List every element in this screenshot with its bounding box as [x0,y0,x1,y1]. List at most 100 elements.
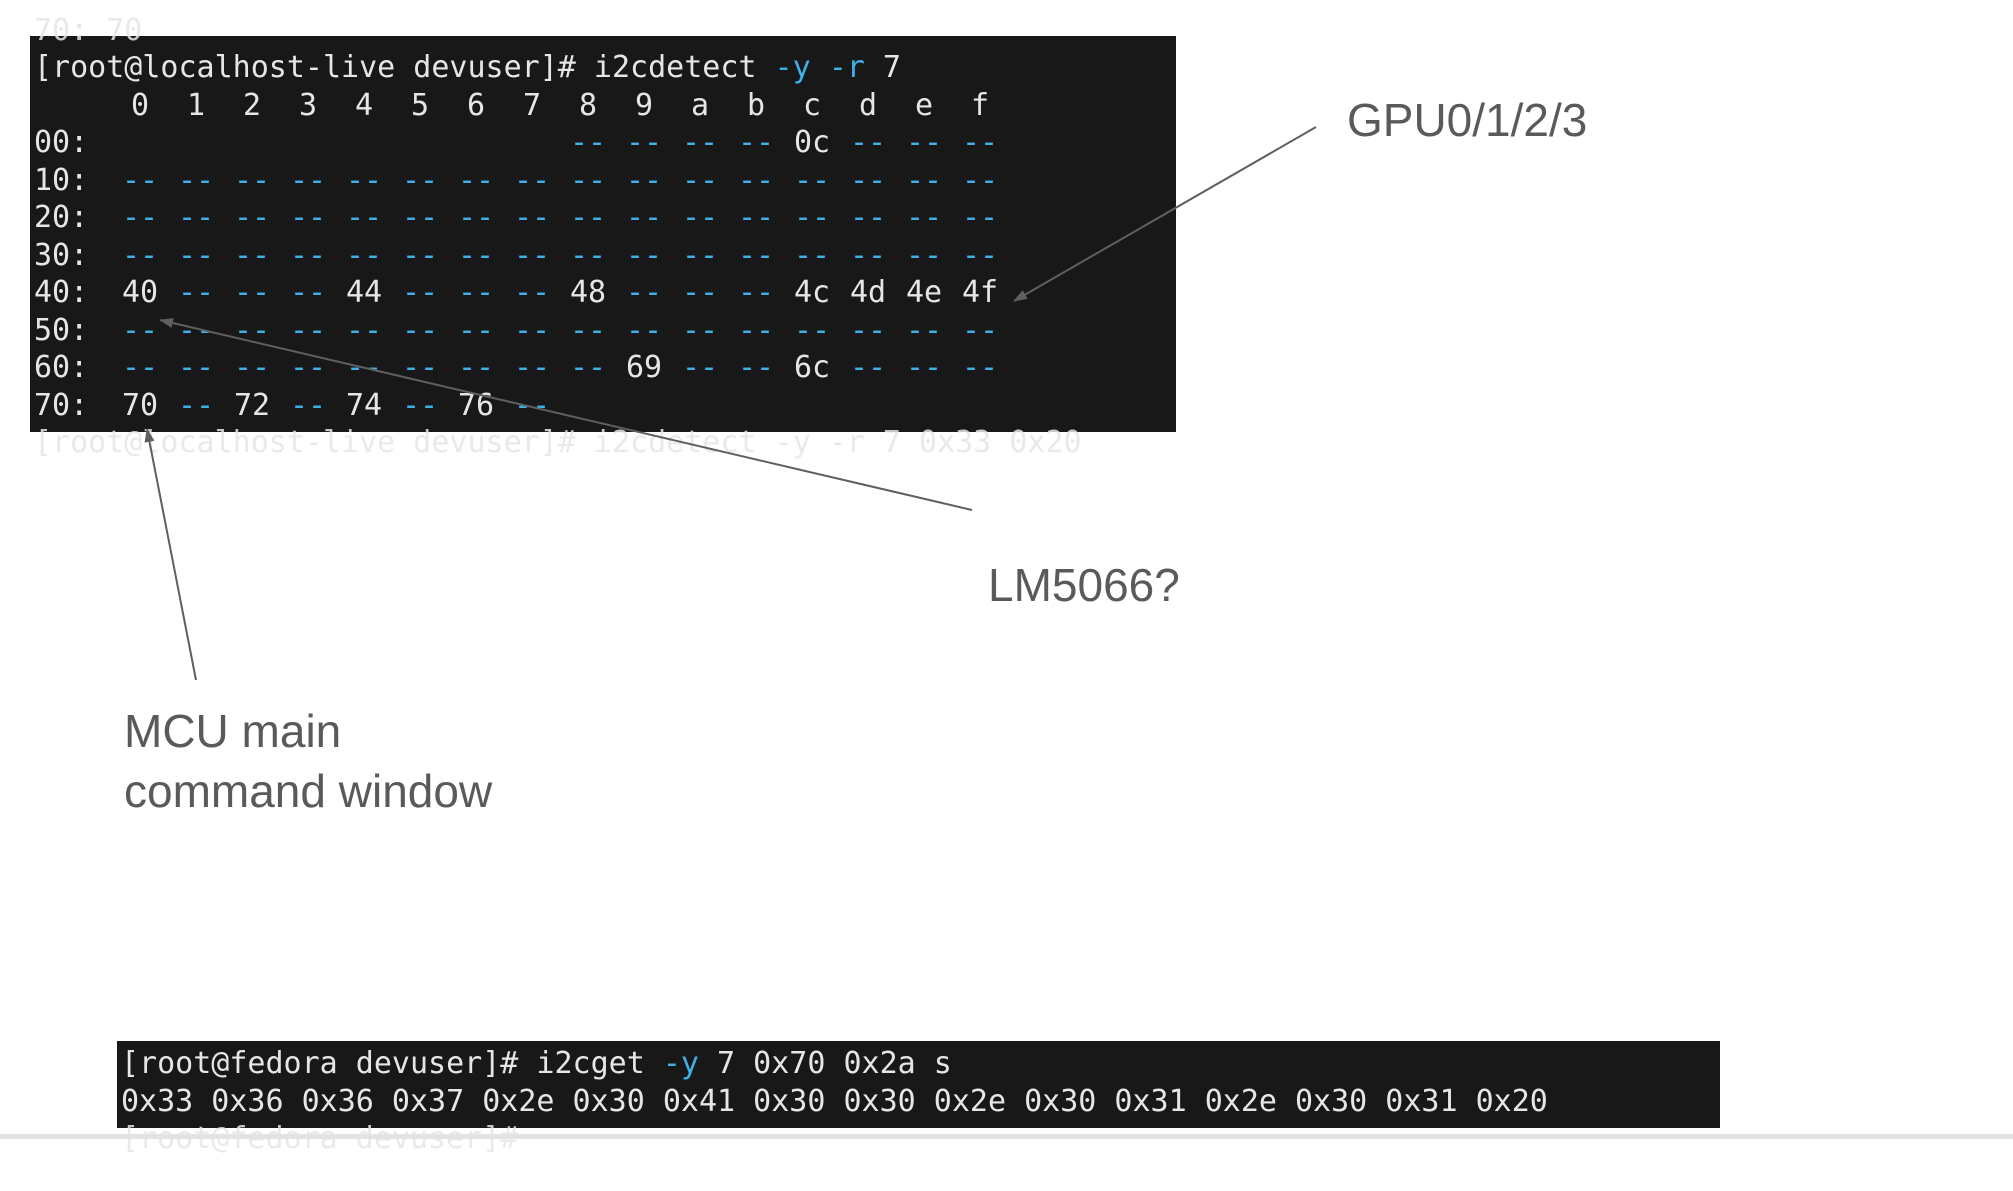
column-header-cell: 3 [298,88,318,123]
shell-prompt: [root@fedora devuser]# [121,1046,537,1081]
column-header-cell: 6 [466,88,486,123]
address-cell: -- [121,162,159,198]
address-cell: -- [569,125,607,160]
address-cell: -- [513,237,551,273]
address-cell: -- [289,387,327,423]
address-cell: -- [345,162,383,198]
detected-address-cell: 72 [233,387,271,423]
address-cell: -- [289,162,327,198]
flag-y: -y [774,50,811,85]
i2cdetect-terminal: 70: 70 [root@localhost-live devuser]# i2… [30,13,1176,460]
row-label: 20: [34,200,89,235]
address-cell: -- [961,237,999,273]
address-cell: -- [849,200,887,235]
address-cell: -- [177,350,215,385]
address-cell: -- [737,162,775,198]
command-name: i2cget [536,1046,645,1081]
detected-address-cell: 74 [345,387,383,423]
address-cell: -- [849,312,887,348]
address-cell: -- [289,275,327,310]
mcu-arrow [144,428,197,681]
detected-address-cell: 4e [905,275,943,310]
address-cell: -- [905,237,943,273]
command-line: [root@localhost-live devuser]# i2cdetect… [34,49,901,87]
address-cell: -- [457,162,495,198]
column-header-cell: 4 [354,88,374,123]
column-header-cell: 7 [522,88,542,123]
address-cell: -- [233,162,271,198]
address-cell: -- [401,350,439,385]
address-cell: -- [961,350,999,385]
address-cell: -- [681,275,719,310]
gpu-annotation: GPU0/1/2/3 [1347,94,1588,146]
address-cell: -- [961,200,999,235]
row-label: 00: [34,125,89,160]
address-cell: -- [681,237,719,273]
column-header-cell: b [746,88,766,123]
row-label: 60: [34,350,89,385]
address-cell: -- [625,312,663,348]
address-cell: -- [569,237,607,273]
address-cell: -- [513,162,551,198]
address-cell: -- [289,350,327,385]
address-cell: -- [793,162,831,198]
address-cell: -- [681,162,719,198]
address-cell: -- [961,162,999,198]
column-header-cell: 9 [634,88,654,123]
address-cell: -- [569,312,607,348]
address-cell: -- [905,312,943,348]
address-cell: -- [457,237,495,273]
address-cell: -- [793,312,831,348]
address-cell: -- [177,237,215,273]
address-cell: -- [625,275,663,310]
address-cell: -- [401,162,439,198]
column-header-cell: e [914,88,934,123]
mcu-annotation-line-1: MCU main [124,705,342,757]
detected-address-cell: 48 [569,275,607,310]
detected-address-cell: 6c [793,350,831,385]
detected-address-cell: 4f [961,275,999,310]
column-header-cell: d [858,88,878,123]
address-row: 60:------------------69----6c------ [34,349,1008,387]
bus-number: 7 [882,50,901,85]
address-cell: -- [121,312,159,348]
address-cell: -- [905,200,943,235]
address-cell: -- [793,200,831,235]
row-label: 40: [34,275,89,310]
address-cell: -- [681,200,719,235]
address-cell: -- [849,350,887,385]
address-cell: -- [457,312,495,348]
column-header-cell: 0 [130,88,150,123]
address-cell: -- [905,162,943,198]
lm5066-annotation: LM5066? [988,559,1180,611]
address-cell: -- [177,200,215,235]
i2cget-terminal: [root@fedora devuser]# i2cget -y 7 0x70 … [117,1041,1720,1156]
flag-r: -r [828,50,865,85]
address-row: 20:-------------------------------- [34,199,1008,237]
flag-y: -y [662,1046,699,1081]
column-header-cell: f [970,88,990,123]
column-header-cell: 5 [410,88,430,123]
column-header-cell: 8 [578,88,598,123]
column-header-cell: 1 [186,88,206,123]
address-cell: -- [569,350,607,385]
address-cell: -- [233,200,271,235]
address-cell: -- [625,200,663,235]
address-row: 30:-------------------------------- [34,237,1008,275]
address-cell: -- [905,125,943,160]
terminal-cut-line-above: 70: 70 [34,13,143,48]
address-cell: -- [849,162,887,198]
address-cell: -- [401,237,439,273]
column-header-cell: c [802,88,822,123]
address-cell: -- [401,275,439,310]
detected-address-cell: 4d [849,275,887,310]
address-cell: -- [513,387,551,423]
address-cell: -- [289,312,327,348]
address-cell: -- [457,200,495,235]
address-cell: -- [121,200,159,235]
address-cell: -- [681,312,719,348]
address-cell: -- [737,237,775,273]
address-cell: -- [177,275,215,310]
